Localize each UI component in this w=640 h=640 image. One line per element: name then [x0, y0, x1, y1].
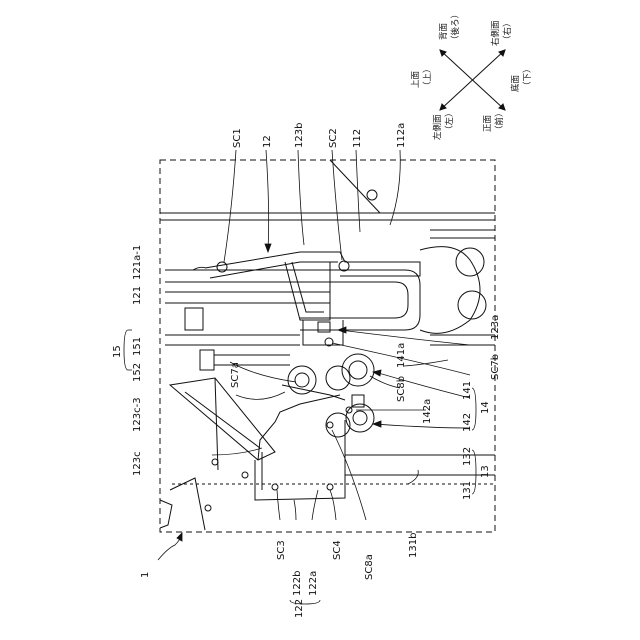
label-bottom: 底面: [510, 74, 521, 92]
label-back: 背面: [438, 22, 449, 40]
ref-122b: 122b: [292, 571, 303, 596]
device-drawing: [160, 160, 495, 532]
screw-sc8a: [327, 422, 333, 428]
ref-sc1: SC1: [232, 128, 243, 148]
ref-131: 131: [462, 481, 473, 500]
ref-sc7a: SC7a: [230, 362, 241, 388]
screw-sc4: [327, 484, 333, 490]
ref-152: 152: [132, 363, 143, 382]
group-brackets: [124, 330, 476, 604]
label-bottom-sub: （下）: [522, 64, 533, 90]
ref-1: 1: [140, 572, 151, 578]
ref-131b: 131b: [408, 533, 419, 558]
ref-sc8b: SC8b: [396, 376, 407, 402]
ref-141a: 141a: [396, 343, 407, 368]
ref-121: 121: [132, 286, 143, 305]
label-right-sub: （右）: [502, 18, 513, 44]
ref-151: 151: [132, 337, 143, 356]
ref-121a-1: 121a-1: [132, 245, 143, 280]
ref-142: 142: [462, 413, 473, 432]
label-left-side: 左側面: [432, 114, 443, 140]
ref-141: 141: [462, 381, 473, 400]
direction-compass: [440, 50, 505, 110]
ref-sc8a: SC8a: [364, 554, 375, 580]
ref-13: 13: [480, 465, 491, 478]
screw-sc3: [272, 484, 278, 490]
label-top-sub: （上）: [422, 64, 433, 90]
ref-112a: 112a: [396, 123, 407, 148]
ref-123c: 123c: [132, 451, 143, 476]
ref-sc4: SC4: [332, 540, 343, 560]
reference-labels: SC1 12 123b SC2 112 112a 121a-1 121 151 …: [112, 123, 501, 618]
ref-112: 112: [352, 129, 363, 148]
ref-122a: 122a: [308, 571, 319, 596]
ref-sc7b: SC7b: [490, 354, 501, 380]
label-front: 正面: [483, 114, 493, 132]
ref-14: 14: [480, 401, 491, 414]
ref-122: 122: [294, 599, 305, 618]
valve-142: [346, 404, 374, 432]
ref-sc2: SC2: [328, 128, 339, 148]
label-back-sub: （後ろ）: [450, 10, 461, 44]
ref-142a: 142a: [422, 399, 433, 424]
ref-15: 15: [112, 345, 123, 358]
ref-123c-3: 123c-3: [132, 397, 143, 432]
ref-132: 132: [462, 447, 473, 466]
direction-labels: 背面 （後ろ） 右側面 （右） 上面 （上） 底面 （下） 左側面 （左） 正面…: [411, 10, 533, 140]
ref-12: 12: [262, 135, 273, 148]
label-left-sub: （左）: [444, 108, 455, 134]
label-top: 上面: [411, 70, 421, 88]
label-front-sub: （前）: [494, 108, 505, 134]
label-right-side: 右側面: [490, 20, 501, 46]
ref-123a: 123a: [490, 315, 501, 340]
ref-sc3: SC3: [276, 540, 287, 560]
ref-123b: 123b: [294, 123, 305, 148]
